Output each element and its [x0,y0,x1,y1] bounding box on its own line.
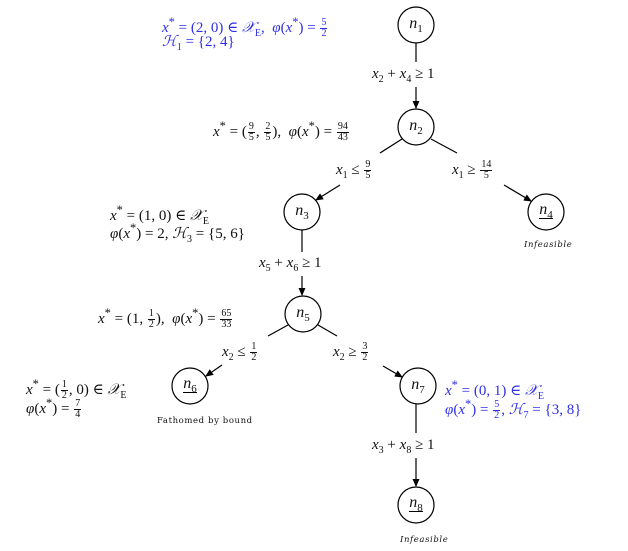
annotation-n3-line1: x* = (1, 0) ∈ 𝒳E [110,203,210,227]
node-n3-label: n3 [295,202,309,223]
node-n4-label: n4 [539,201,553,222]
node-n8-label: n8 [409,494,423,515]
node-n4-circle[interactable] [527,193,565,231]
edge-n2-n4-lower [503,184,532,202]
edge-n5-n7-lower [382,365,403,378]
edge-label-n3-n5: x5 + x6 ≥ 1 [259,255,322,274]
edge-n5-n6-upper [267,324,289,337]
node-n2-circle[interactable] [397,108,435,146]
node-n1-circle[interactable] [397,6,435,44]
node-n3-circle[interactable] [283,193,321,231]
node-n7-label: n7 [411,376,425,397]
node-n6-label: n6 [183,375,197,396]
edge-n2-n3-upper [379,138,403,154]
node-n5-label: n5 [296,304,310,325]
status-n4-infeasible: Infeasible [524,240,573,250]
annotation-n7-line1: x* = (0, 1) ∈ 𝒳E [445,378,545,402]
node-n7-circle[interactable] [399,367,437,405]
node-n6-circle[interactable] [171,367,209,405]
status-n6-fathomed: Fathomed by bound [157,416,253,426]
edge-n2-n4-upper [430,138,458,154]
node-n2-label: n2 [409,117,423,138]
node-n5-circle[interactable] [284,295,322,333]
node-n8-circle[interactable] [397,486,435,524]
edge-n5-n7-upper [317,324,338,337]
edge-label-n7-n8: x3 + x8 ≥ 1 [372,437,435,456]
node-n1-label: n1 [409,15,423,36]
status-n8-infeasible: Infeasible [400,535,449,545]
edge-n5-n6-lower [205,364,223,377]
edge-n2-n3-lower [315,184,341,201]
edge-label-n1-n2: x2 + x4 ≥ 1 [372,66,435,85]
annotation-n1-line2: ℋ1 = {2, 4} [162,32,235,54]
annotation-n3-line2: φ(x*) = 2, ℋ3 = {5, 6} [110,221,245,245]
